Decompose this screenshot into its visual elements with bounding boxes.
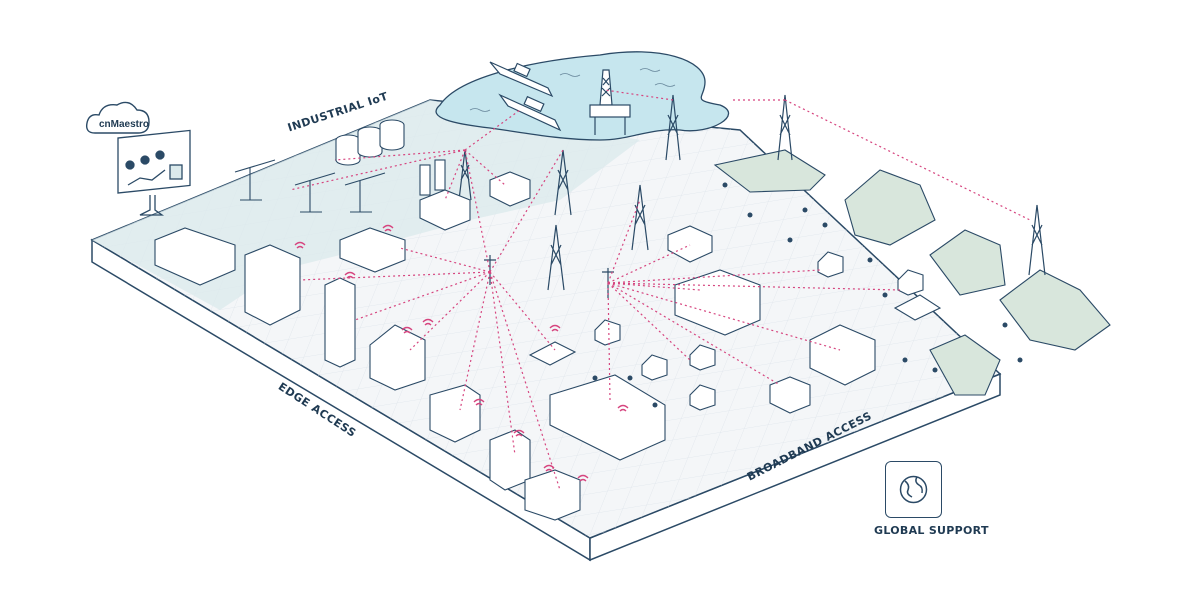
pumpjack-icon bbox=[234, 159, 386, 213]
building-icon bbox=[154, 171, 876, 521]
global-support-label: GLOBAL SUPPORT bbox=[874, 524, 989, 537]
dashboard-monitor-icon bbox=[117, 129, 191, 216]
global-support-box bbox=[885, 461, 942, 518]
oil-rig-icon bbox=[589, 69, 631, 135]
wifi-icon bbox=[294, 224, 629, 482]
tree-icon bbox=[592, 182, 1023, 408]
ship-icon bbox=[498, 93, 562, 132]
cloud-brand-label: cnMaestro bbox=[99, 119, 150, 130]
house-icon bbox=[528, 251, 942, 411]
tower-icon bbox=[458, 94, 1046, 298]
wireless-links bbox=[289, 89, 1031, 491]
ship-icon bbox=[489, 61, 554, 98]
mountain-icon bbox=[713, 149, 1111, 396]
cloud-icon bbox=[85, 101, 150, 134]
water-body bbox=[435, 51, 729, 141]
